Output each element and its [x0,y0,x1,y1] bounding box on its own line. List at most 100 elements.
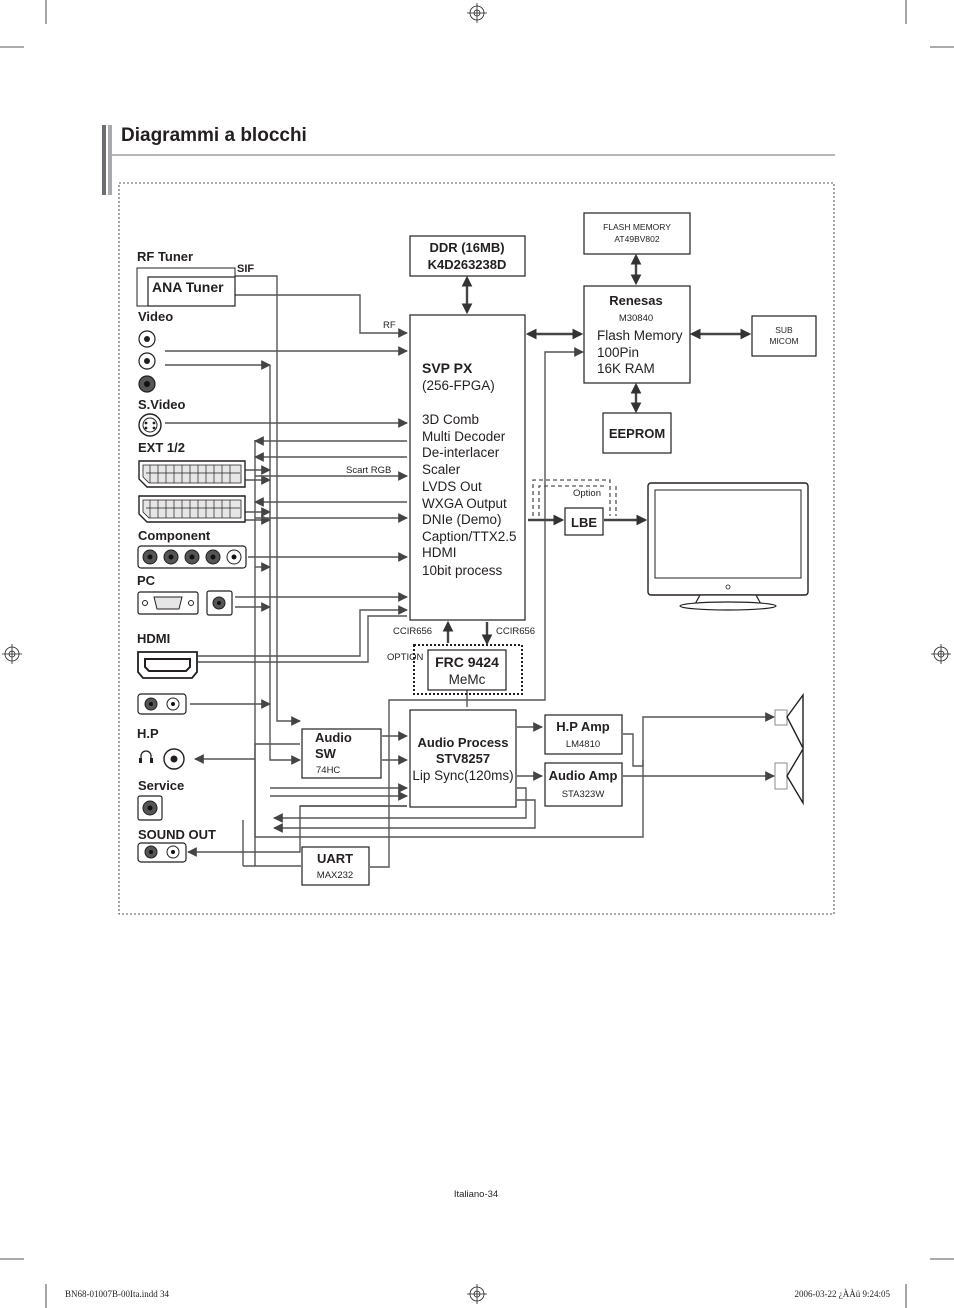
hp-amp-part: LM4810 [566,739,600,750]
service-port: Service [137,778,184,821]
footer-file: BN68-01007B-00Ita.indd 34 [65,1289,169,1299]
svp-px-block: SVP PX (256-FPGA) 3D Comb Multi Decoder … [409,314,526,621]
svp-feature-5: LVDS Out [422,479,482,494]
sif-label: SIF [237,263,254,275]
frc-title: FRC 9424 [435,654,499,670]
frc-block: FRC 9424 MeMc OPTION CCIR656 CCIR656 [387,626,535,695]
ddr-line1: DDR (16MB) [429,240,504,255]
renesas-part: M30840 [619,313,653,324]
pc-input: PC [137,573,233,616]
svp-feature-9: HDMI [422,545,457,560]
eeprom-block: EEPROM [602,412,672,454]
hp-output: H.P [137,726,185,770]
hdmi-label: HDMI [137,631,170,646]
svideo-input: S.Video [138,397,186,437]
hdmi-input: HDMI [137,631,198,679]
page-folio: Italiano-34 [454,1189,498,1200]
svp-feature-1: 3D Comb [422,412,479,427]
frc-sub: MeMc [449,672,486,687]
tv-panel-icon [647,482,809,611]
ddr-line2: K4D263238D [428,257,507,272]
svp-feature-8: Caption/TTX2.5 [422,529,517,544]
svp-title: SVP PX [422,360,473,376]
renesas-line-3: 16K RAM [597,361,655,376]
ana-tuner-box [147,276,236,307]
heading-bar-inner [108,125,112,195]
lbe-label: LBE [571,515,597,530]
audio-process-block: Audio Process STV8257 Lip Sync(120ms) [409,709,517,808]
registration-mark-top [467,3,487,23]
uart-title: UART [317,851,353,866]
svideo-label: S.Video [138,397,186,412]
uart-block: UART MAX232 [301,846,370,886]
renesas-title: Renesas [609,293,662,308]
scart-rgb-label: Scart RGB [346,465,391,476]
heading-bar-outer [102,125,106,195]
svp-feature-3: De-interlacer [422,445,500,460]
lbe-option-label: Option [573,488,601,499]
ext-label: EXT 1/2 [138,440,185,455]
video-label: Video [138,309,173,324]
renesas-block: Renesas M30840 Flash Memory 100Pin 16K R… [583,285,691,384]
registration-mark-bottom [467,1284,487,1304]
audio-sw-block: Audio SW 74HC [301,728,382,779]
diagram-frame [118,182,835,915]
svp-feature-2: Multi Decoder [422,429,506,444]
component-label: Component [138,528,211,543]
flash-memory-block: FLASH MEMORY AT49BV802 [583,212,691,255]
ext-inputs: EXT 1/2 Scart RGB [138,440,391,523]
sub-micom-block: SUB MICOM [751,315,817,357]
ddr-block: DDR (16MB) K4D263238D [409,235,526,277]
svp-feature-6: WXGA Output [422,496,507,511]
svp-feature-10: 10bit process [422,563,503,578]
audio-amp-title: Audio Amp [549,768,618,783]
svp-feature-4: Scaler [422,462,461,477]
eeprom-label: EEPROM [609,426,665,441]
rf-signal-label: RF [383,320,396,331]
flash-line1: FLASH MEMORY [603,222,671,232]
av-audio-input [137,693,187,715]
rf-tuner-group: RF Tuner ANA Tuner SIF RF [136,249,396,331]
service-label: Service [138,778,184,793]
scart-2-icon [138,495,246,523]
ccir-left-label: CCIR656 [393,626,432,637]
audio-proc-line3: Lip Sync(120ms) [412,768,513,783]
audio-sw-part: 74HC [316,765,340,776]
component-input: Component [137,528,247,569]
lbe-block: LBE Option [564,488,604,536]
sound-out-label: SOUND OUT [138,827,216,842]
renesas-line-1: Flash Memory [597,328,683,343]
flash-line2: AT49BV802 [614,234,659,244]
footer-stamp: 2006-03-22 ¿ÀÀü 9:24:05 [795,1289,891,1299]
svp-sub: (256-FPGA) [422,378,495,393]
page-heading: Diagrammi a blocchi [121,125,307,146]
hp-label: H.P [137,726,159,741]
hp-amp-title: H.P Amp [556,719,610,734]
frc-option-label: OPTION [387,652,424,663]
video-inputs: Video [138,309,173,393]
audio-proc-line1: Audio Process [417,735,508,750]
sound-out-port: SOUND OUT [137,827,216,863]
renesas-line-2: 100Pin [597,345,639,360]
hp-amp-block: H.P Amp LM4810 [544,714,623,755]
uart-part: MAX232 [317,870,353,881]
registration-mark-left [2,644,22,664]
sub-micom-line2: MICOM [769,336,798,346]
audio-amp-part: STA323W [562,789,605,800]
scart-1-icon [138,460,246,488]
svideo-jack-icon [138,413,162,437]
audio-proc-line2: STV8257 [436,751,490,766]
rf-tuner-label: RF Tuner [137,249,193,264]
registration-mark-right [931,644,951,664]
sub-micom-line1: SUB [775,325,793,335]
audio-sw-line2: SW [315,746,337,761]
ana-tuner-label: ANA Tuner [152,279,224,295]
wiring [165,253,775,868]
svp-feature-7: DNIe (Demo) [422,512,502,527]
audio-sw-line1: Audio [315,730,352,745]
speaker-icons [774,692,804,806]
pc-label: PC [137,573,156,588]
audio-amp-block: Audio Amp STA323W [544,762,623,807]
headphone-icon [140,750,152,762]
